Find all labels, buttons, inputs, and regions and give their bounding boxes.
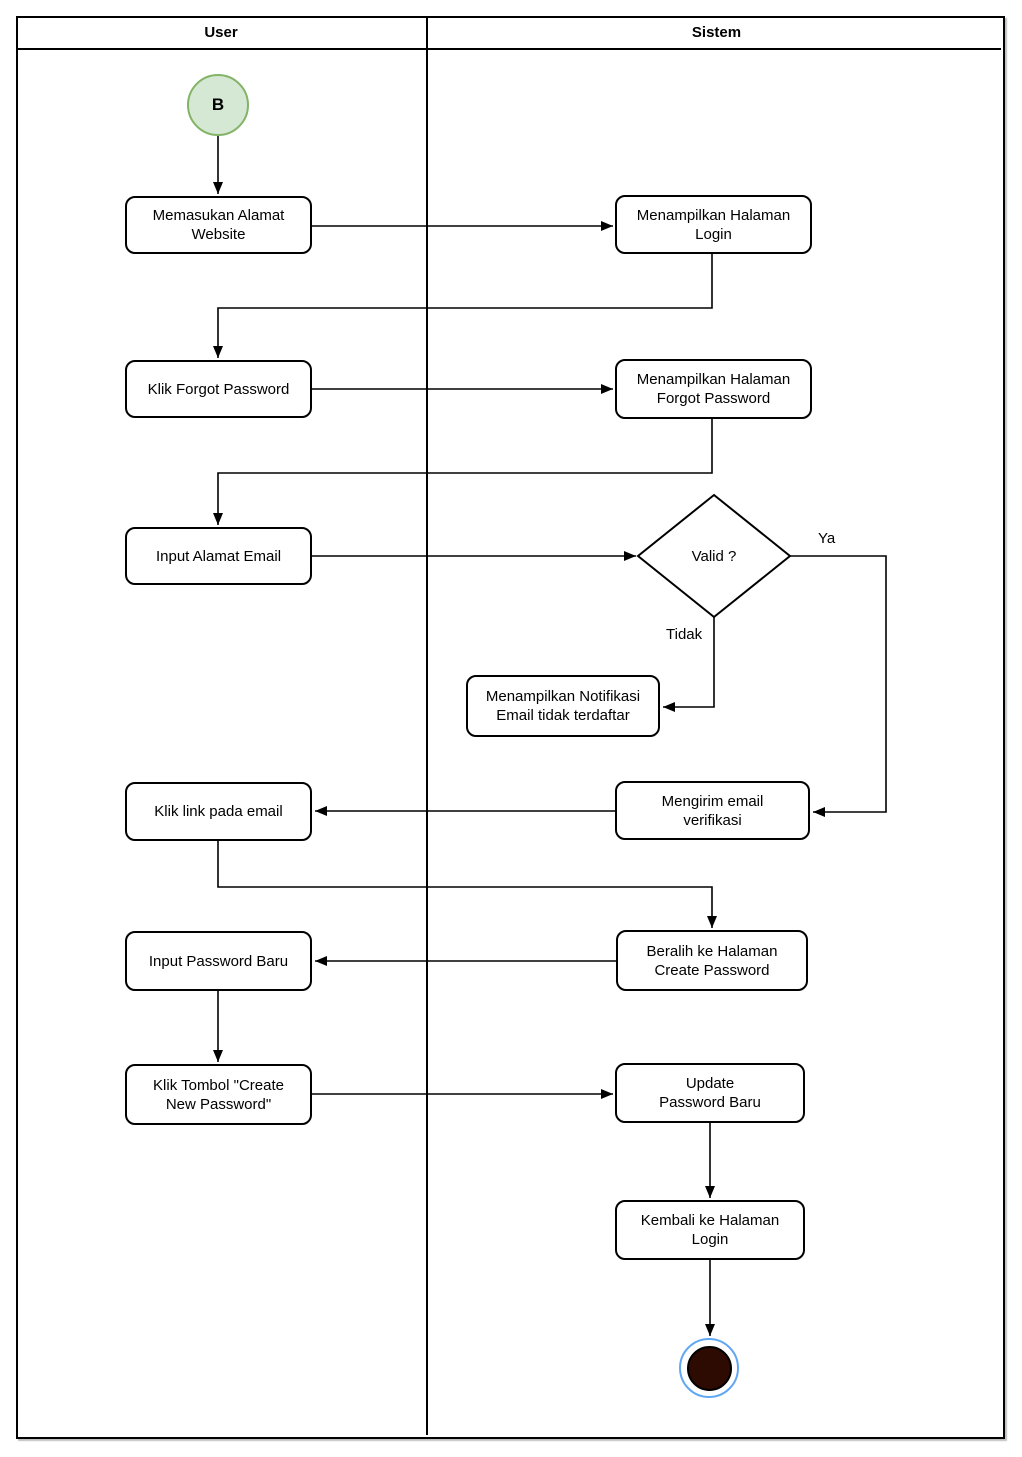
decision-valid-shape[interactable] (636, 493, 792, 619)
lane-header-underline (16, 48, 1001, 50)
final-node-core (686, 1345, 732, 1391)
node-memasukan-alamat-website[interactable]: Memasukan Alamat Website (125, 196, 312, 254)
decision-valid-label: Valid ? (691, 547, 737, 565)
lane-header-user: User (16, 16, 426, 48)
lane-header-sistem: Sistem (428, 16, 1005, 48)
node-beralih-ke-halaman-create-password[interactable]: Beralih ke Halaman Create Password (616, 930, 808, 991)
node-input-alamat-email[interactable]: Input Alamat Email (125, 527, 312, 585)
node-menampilkan-notifikasi-email-tidak-terdaftar[interactable]: Menampilkan Notifikasi Email tidak terda… (466, 675, 660, 737)
edge-kliklink-to-beralih (217, 841, 717, 928)
node-kembali-ke-halaman-login[interactable]: Kembali ke Halaman Login (615, 1200, 805, 1260)
lane-sistem-label: Sistem (691, 23, 742, 41)
node-klik-forgot-password[interactable]: Klik Forgot Password (125, 360, 312, 418)
edge-label-ya: Ya (816, 530, 838, 547)
edge-label-tidak: Tidak (664, 626, 705, 643)
edge-login-to-klikforgot (213, 254, 713, 358)
lane-divider (426, 16, 428, 1435)
node-menampilkan-halaman-forgot-password[interactable]: Menampilkan Halaman Forgot Password (615, 359, 812, 419)
start-node[interactable]: B (187, 74, 249, 136)
edge-valid-ya-to-mengirim (790, 555, 887, 817)
node-klik-link-pada-email[interactable]: Klik link pada email (125, 782, 312, 841)
start-node-label: B (211, 95, 225, 114)
edge-valid-tidak-to-notifikasi (663, 617, 715, 712)
node-update-password-baru[interactable]: Update Password Baru (615, 1063, 805, 1123)
node-input-password-baru[interactable]: Input Password Baru (125, 931, 312, 991)
final-node[interactable] (679, 1338, 739, 1398)
node-mengirim-email-verifikasi[interactable]: Mengirim email verifikasi (615, 781, 810, 840)
node-klik-tombol-create-new-password[interactable]: Klik Tombol "Create New Password" (125, 1064, 312, 1125)
node-menampilkan-halaman-login[interactable]: Menampilkan Halaman Login (615, 195, 812, 254)
edge-forgot-to-inputemail (213, 419, 713, 525)
lane-user-label: User (204, 23, 238, 41)
